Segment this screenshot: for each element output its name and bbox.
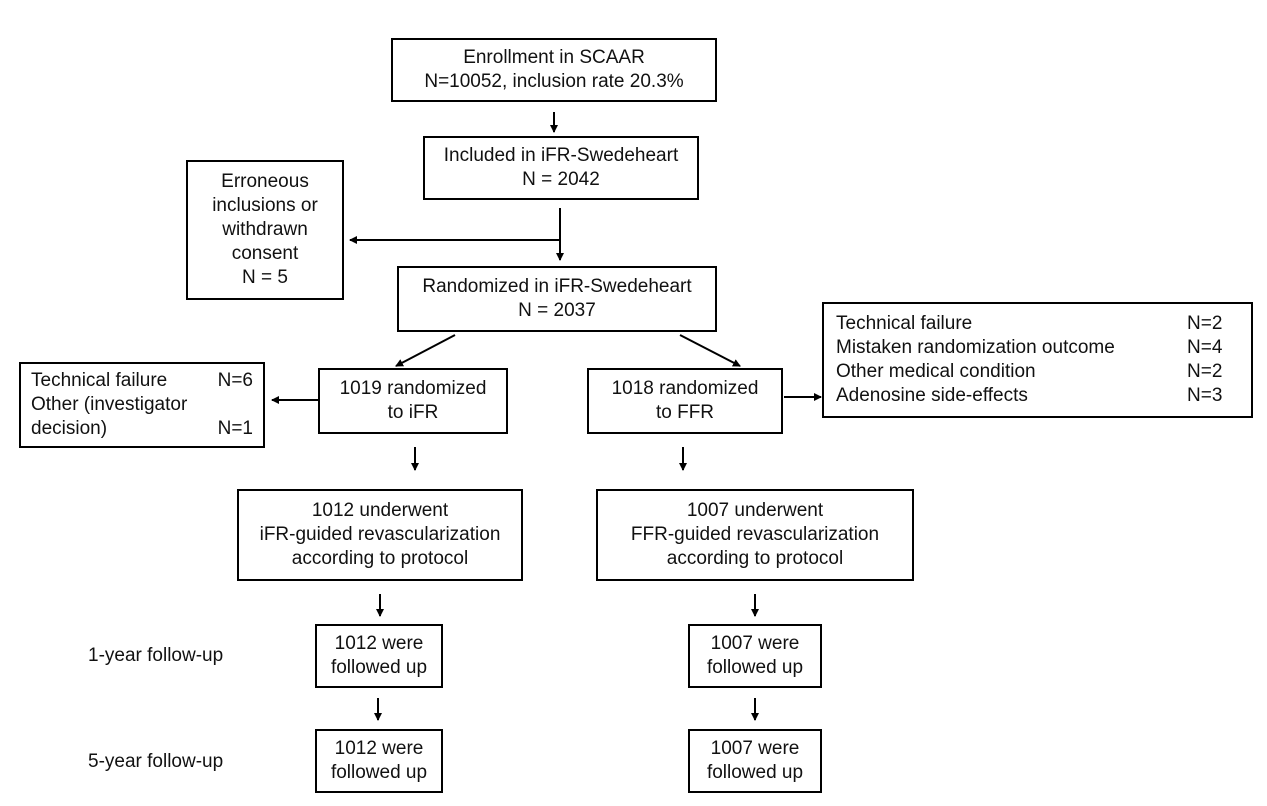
ffr-exclusion-label: Mistaken randomization outcome — [836, 337, 1115, 358]
excluded-line-2: inclusions or — [212, 195, 318, 216]
ffr-exclusion-label: Adenosine side-effects — [836, 385, 1028, 406]
ifr-followup-1y-status: followed up — [330, 657, 428, 678]
ffr-randomized-box: 1018 randomized to FFR — [587, 368, 783, 434]
ifr-followup-5y-count: 1012 were — [334, 738, 424, 759]
followup-5y-label: 5-year follow-up — [88, 751, 224, 772]
ifr-followup-1y-box: 1012 were followed up — [315, 624, 443, 688]
ifr-followup-1y-count: 1012 were — [334, 633, 424, 654]
ifr-exclusion-row: Technical failure N=6 — [31, 369, 253, 393]
ffr-followup-5y-box: 1007 were followed up — [688, 729, 822, 793]
ffr-exclusion-value: N=2 — [1187, 361, 1223, 382]
included-count: N = 2042 — [522, 169, 600, 190]
ffr-underwent-procedure: FFR-guided revascularization — [630, 524, 880, 545]
enrollment-title: Enrollment in SCAAR — [463, 47, 645, 68]
ffr-followup-1y-count: 1007 were — [710, 633, 800, 654]
ifr-exclusion-row: Other (investigator — [31, 393, 253, 417]
ifr-underwent-protocol: according to protocol — [291, 548, 469, 569]
ffr-underwent-protocol: according to protocol — [666, 548, 844, 569]
ifr-randomized-count: 1019 randomized — [339, 378, 487, 399]
included-box: Included in iFR-Swedeheart N = 2042 — [423, 136, 699, 200]
ifr-underwent-box: 1012 underwent iFR-guided revascularizat… — [237, 489, 523, 581]
included-title: Included in iFR-Swedeheart — [443, 145, 679, 166]
ifr-exclusion-label: Technical failure — [31, 370, 168, 391]
ffr-exclusion-row: Other medical condition N=2 — [836, 360, 1239, 384]
ifr-underwent-count: 1012 underwent — [311, 500, 449, 521]
randomized-box: Randomized in iFR-Swedeheart N = 2037 — [397, 266, 717, 332]
randomized-count: N = 2037 — [518, 300, 596, 321]
ffr-followup-5y-count: 1007 were — [710, 738, 800, 759]
randomized-title: Randomized in iFR-Swedeheart — [422, 276, 692, 297]
arrow-randomized-to-ffr — [679, 334, 741, 367]
ffr-exclusion-value: N=4 — [1187, 337, 1223, 358]
ffr-exclusion-row: Adenosine side-effects N=3 — [836, 384, 1239, 408]
ffr-exclusion-value: N=2 — [1187, 313, 1223, 334]
ifr-followup-5y-box: 1012 were followed up — [315, 729, 443, 793]
ifr-exclusion-label: Other (investigator — [31, 394, 188, 415]
ffr-exclusion-value: N=3 — [1187, 385, 1223, 406]
ifr-exclusions-box: Technical failure N=6 Other (investigato… — [19, 362, 265, 448]
ffr-exclusions-box: Technical failure N=2 Mistaken randomiza… — [822, 302, 1253, 418]
ffr-followup-1y-box: 1007 were followed up — [688, 624, 822, 688]
ffr-exclusion-label: Technical failure — [836, 313, 973, 334]
ifr-randomized-box: 1019 randomized to iFR — [318, 368, 508, 434]
ifr-exclusion-label: decision) — [31, 418, 108, 439]
ffr-followup-1y-status: followed up — [706, 657, 804, 678]
excluded-line-4: consent — [231, 243, 299, 264]
ifr-randomized-arm: to iFR — [387, 402, 439, 423]
ifr-exclusion-value: N=1 — [217, 418, 253, 439]
enrollment-count: N=10052, inclusion rate 20.3% — [424, 71, 684, 92]
excluded-line-3: withdrawn — [222, 219, 308, 240]
excluded-line-1: Erroneous — [221, 171, 309, 192]
followup-1y-label: 1-year follow-up — [88, 645, 224, 666]
ffr-exclusion-row: Mistaken randomization outcome N=4 — [836, 336, 1239, 360]
ffr-exclusion-label: Other medical condition — [836, 361, 1036, 382]
excluded-count: N = 5 — [242, 267, 288, 288]
ffr-randomized-arm: to FFR — [655, 402, 715, 423]
ifr-underwent-procedure: iFR-guided revascularization — [259, 524, 501, 545]
ifr-followup-5y-status: followed up — [330, 762, 428, 783]
excluded-box: Erroneous inclusions or withdrawn consen… — [186, 160, 344, 300]
ffr-followup-5y-status: followed up — [706, 762, 804, 783]
ffr-randomized-count: 1018 randomized — [611, 378, 759, 399]
enrollment-box: Enrollment in SCAAR N=10052, inclusion r… — [391, 38, 717, 102]
ifr-exclusion-value: N=6 — [217, 370, 253, 391]
ifr-exclusion-row: decision) N=1 — [31, 417, 253, 441]
ffr-exclusion-row: Technical failure N=2 — [836, 312, 1239, 336]
ffr-underwent-count: 1007 underwent — [686, 500, 824, 521]
arrow-randomized-to-ifr — [395, 334, 456, 367]
ffr-underwent-box: 1007 underwent FFR-guided revascularizat… — [596, 489, 914, 581]
